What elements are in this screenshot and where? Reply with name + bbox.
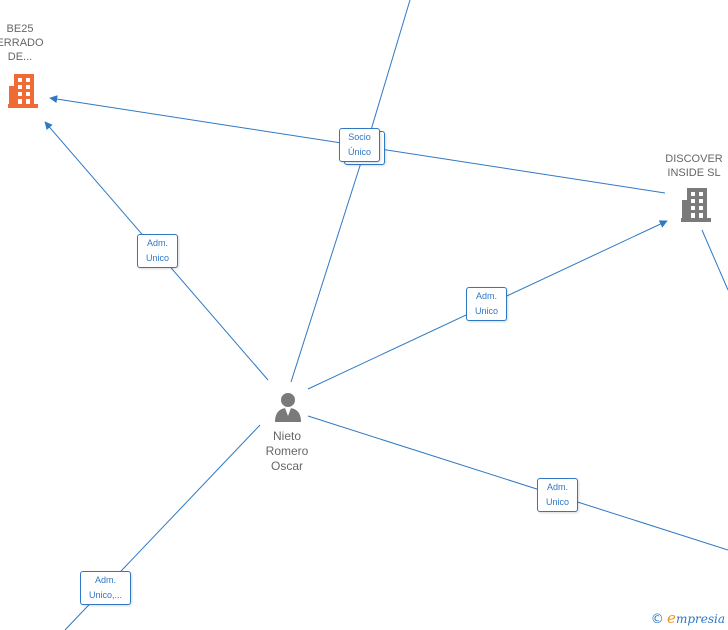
edge-person-to-top [290,149,366,383]
edge-top-line [364,0,411,151]
brand-footer: © empresia [651,609,725,627]
building-icon[interactable] [8,74,38,108]
edge-label-adm-unico-right[interactable]: Adm. Unico [537,478,578,512]
person-label-line: Oscar [270,459,303,473]
edge-label-adm-unico-bottom[interactable]: Adm. Unico,... [80,571,131,605]
person-icon[interactable] [274,392,302,422]
edge-label-adm-unico-be25[interactable]: Adm. Unico [137,234,178,268]
edge-label-adm-unico-discover[interactable]: Adm. Unico [466,287,507,321]
person-nieto-label[interactable]: Nieto Romero Oscar [252,429,322,474]
person-label-line: Romero [265,444,309,458]
company-discover-label[interactable]: DISCOVER INSIDE SL [660,152,728,180]
company-be25-label[interactable]: BE25 ERRADO DE... [0,22,50,64]
edge-person-to-right [307,415,728,551]
building-icon[interactable] [681,188,711,222]
brand-logo-text: mpresia [675,612,725,626]
company-discover-label-line: INSIDE SL [667,167,721,179]
company-be25-label-line: DE... [7,51,33,63]
company-be25-label-line: ERRADO [0,37,44,49]
edge-discover-to-right [701,229,728,291]
copyright-icon: © [650,612,664,627]
brand-logo-initial: e [667,609,676,627]
person-label-line: Nieto [272,429,301,443]
edge-label-socio-unico[interactable]: Socio Único [339,128,380,162]
company-be25-label-line: BE25 [6,23,34,35]
company-discover-label-line: DISCOVER [665,153,723,165]
